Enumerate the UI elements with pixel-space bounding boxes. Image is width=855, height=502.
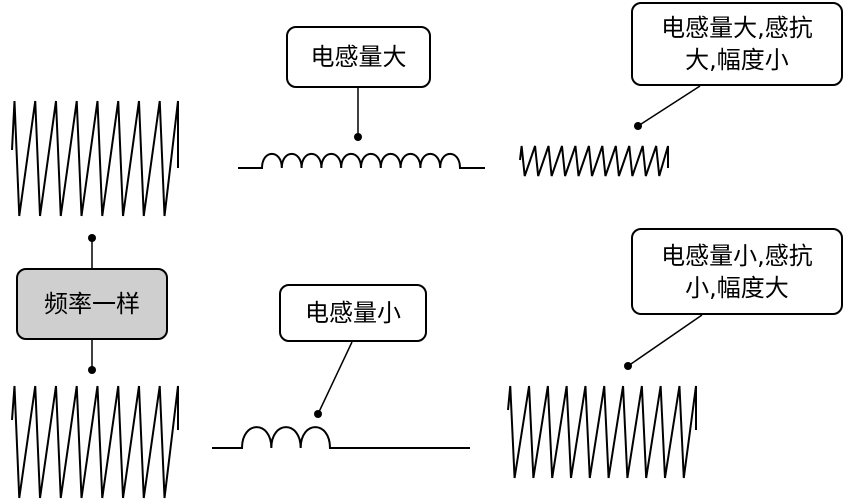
label-small-inductance-effect-line1: 电感量小,感抗: [661, 241, 813, 270]
large-inductor-coil: [238, 152, 485, 169]
label-small-inductance-effect-line2: 小,幅度大: [685, 273, 789, 302]
right-bottom-waveform: [507, 385, 697, 479]
leader-dot-center-bottom: [314, 410, 322, 418]
label-large-inductance-effect: 电感量大,感抗 大,幅度小: [631, 2, 843, 86]
left-top-waveform: [11, 100, 179, 217]
leader-dot-right-top: [634, 122, 642, 130]
leader-line-center-bottom: [317, 341, 353, 415]
label-small-inductance-text: 电感量小: [305, 299, 401, 327]
small-inductor-coil: [212, 426, 470, 449]
leader-line-right-top: [637, 85, 701, 127]
label-small-inductance: 电感量小: [279, 284, 427, 342]
leader-line-right-bottom: [627, 314, 703, 367]
label-same-frequency-text: 频率一样: [44, 290, 140, 318]
leader-dot-right-bottom: [624, 362, 632, 370]
label-large-inductance: 电感量大: [286, 26, 431, 88]
label-same-frequency: 频率一样: [16, 268, 168, 340]
label-large-inductance-text: 电感量大: [310, 43, 407, 71]
label-large-inductance-effect-line1: 电感量大,感抗: [661, 14, 813, 42]
leader-dot-left-upper: [88, 234, 96, 242]
leader-dot-center-top: [354, 133, 362, 141]
leader-dot-left-lower: [88, 366, 96, 374]
label-small-inductance-effect: 电感量小,感抗 小,幅度大: [631, 228, 843, 315]
label-large-inductance-effect-line2: 大,幅度小: [685, 46, 789, 74]
right-top-waveform: [519, 145, 669, 177]
left-bottom-waveform: [11, 385, 179, 499]
